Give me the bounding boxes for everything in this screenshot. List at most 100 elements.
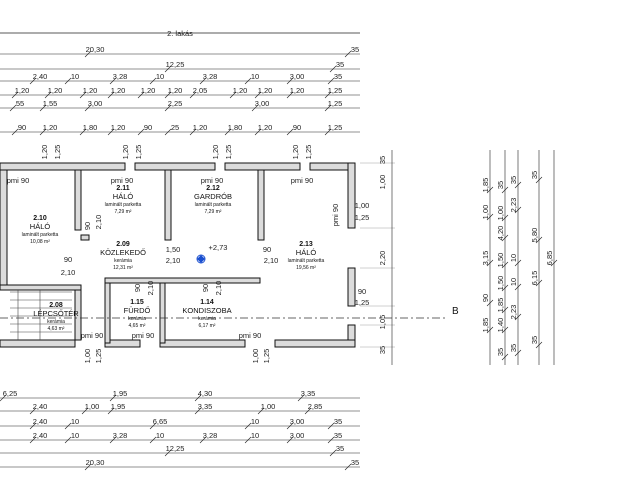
dimension-label: 1,00	[481, 205, 490, 220]
dimension-tick	[84, 463, 92, 471]
wall-inner-1	[74, 169, 82, 231]
inner-dimension-label: 2,10	[94, 215, 103, 230]
inner-dimension-label: 35	[378, 156, 387, 164]
inner-dimension-label: 90	[133, 284, 142, 292]
room-number: 1.14	[200, 299, 214, 306]
dimension-label: 3,00	[290, 72, 305, 81]
dimension-label: 5,80	[530, 228, 539, 243]
room-number: 2.10	[33, 215, 47, 222]
dimension-tick	[149, 436, 157, 444]
dimension-label: 90	[18, 123, 26, 132]
dimension-tick	[501, 353, 509, 361]
room-area: 4,65 m²	[129, 323, 146, 329]
dimension-label: 6,85	[545, 251, 554, 266]
inner-dimension-label: 1,00	[251, 349, 260, 364]
dimension-label: 12,25	[166, 60, 185, 69]
opening-label: pmi 90	[201, 176, 224, 185]
dimension-label: 6,25	[3, 389, 18, 398]
dimension-tick	[324, 128, 332, 136]
dimension-label: 1,20	[233, 86, 248, 95]
dimension-tick	[304, 407, 312, 415]
dimension-tick	[329, 449, 337, 457]
dimension-tick	[501, 284, 509, 292]
dimension-label: 2,25	[168, 99, 183, 108]
opening-label: pmi 90	[81, 331, 104, 340]
opening-label: pmi 90	[132, 331, 155, 340]
room-name: HÁLÓ	[30, 222, 51, 231]
dimension-label: 3,28	[113, 72, 128, 81]
dimension-label: 10	[156, 431, 164, 440]
dimension-tick	[164, 91, 172, 99]
dimension-tick	[199, 77, 207, 85]
dimension-tick	[254, 91, 262, 99]
dimension-label: 3,28	[203, 72, 218, 81]
right-dimension-chains: 1,851,003,15901,85351,004,201,501,501,85…	[360, 150, 558, 365]
dimension-tick	[286, 128, 294, 136]
dimension-tick	[327, 77, 335, 85]
dimension-tick	[109, 436, 117, 444]
dimension-tick	[486, 259, 494, 267]
dimension-label: 3,00	[290, 431, 305, 440]
dimension-tick	[329, 65, 337, 73]
room-area: 7,29 m²	[205, 209, 222, 215]
room-floor: laminált parketta	[195, 202, 232, 208]
wall-bath-right	[159, 282, 166, 344]
dimension-tick	[244, 77, 252, 85]
inner-dimension-label: 1,25	[224, 145, 233, 160]
dimension-tick	[149, 77, 157, 85]
inner-dimension-label: 1,25	[134, 145, 143, 160]
dimension-tick	[514, 283, 522, 291]
dimension-tick	[164, 65, 172, 73]
inner-dimension-label: 1,25	[355, 213, 370, 222]
dimension-tick	[286, 91, 294, 99]
dimension-tick	[137, 128, 145, 136]
inner-dimension-label: 2,10	[61, 268, 76, 277]
dimension-tick	[514, 349, 522, 357]
dimension-tick	[194, 407, 202, 415]
opening-label: pmi 90	[111, 176, 134, 185]
dimension-tick	[486, 186, 494, 194]
dimension-label: 1,20	[193, 123, 208, 132]
dimension-label: 3,28	[203, 431, 218, 440]
room-area: 10,08 m²	[30, 239, 50, 245]
dimension-label: 1,95	[113, 389, 128, 398]
dimension-label: 1,20	[258, 123, 273, 132]
dimension-label: 10	[71, 417, 79, 426]
dimension-label: 1,20	[83, 86, 98, 95]
dimension-tick	[189, 128, 197, 136]
inner-dimension-label: 1,25	[94, 349, 103, 364]
opening-label: pmi 90	[239, 331, 262, 340]
dimension-label: 1,50	[496, 253, 505, 268]
dimension-label: 1,20	[141, 86, 156, 95]
dimension-label: 25	[171, 123, 179, 132]
dimension-tick	[514, 259, 522, 267]
dimension-tick	[286, 422, 294, 430]
dimension-label: 1,40	[496, 318, 505, 333]
dimension-tick	[81, 407, 89, 415]
dimension-label: 90	[144, 123, 152, 132]
dimension-tick	[149, 422, 157, 430]
inner-dimension-label: 2,20	[378, 251, 387, 266]
inner-dimension-label: +2,73	[209, 243, 228, 252]
dimension-tick	[324, 91, 332, 99]
dimension-tick	[501, 234, 509, 242]
dimension-tick	[29, 422, 37, 430]
dimension-tick	[44, 91, 52, 99]
dimension-label: 90	[481, 294, 490, 302]
inner-dimension-label: 1,20	[291, 145, 300, 160]
dimension-label: 1,85	[481, 178, 490, 193]
dimension-tick	[109, 394, 117, 402]
inner-dimension-label: 1,25	[304, 145, 313, 160]
dimension-tick	[64, 422, 72, 430]
dimension-tick	[286, 77, 294, 85]
dimension-label: 4,30	[198, 389, 213, 398]
dimension-label: 1,20	[48, 86, 63, 95]
dimension-tick	[64, 436, 72, 444]
room-area: 7,29 m²	[115, 209, 132, 215]
dimension-label: 35	[351, 458, 359, 467]
